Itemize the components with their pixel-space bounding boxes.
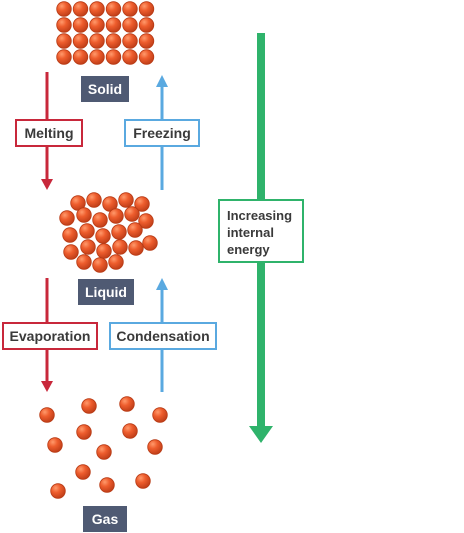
- particle: [47, 437, 63, 453]
- particle: [128, 240, 144, 256]
- particle: [105, 33, 122, 49]
- particle: [56, 49, 72, 65]
- particle: [122, 423, 138, 439]
- melting-label: Melting: [15, 119, 83, 147]
- liquid-particles: [59, 192, 158, 273]
- particle: [138, 213, 154, 229]
- particle: [86, 192, 102, 208]
- particle: [105, 49, 122, 65]
- particle: [76, 254, 92, 270]
- particle: [138, 49, 155, 65]
- particle: [127, 222, 143, 238]
- particle: [111, 224, 127, 240]
- particle: [122, 33, 138, 49]
- particle: [75, 464, 91, 480]
- particle: [96, 444, 112, 460]
- particle: [134, 196, 150, 212]
- particle: [92, 257, 108, 273]
- particle: [56, 1, 72, 17]
- particle: [124, 206, 140, 222]
- particle: [105, 1, 122, 17]
- particle: [152, 407, 168, 423]
- condensation-label: Condensation: [109, 322, 217, 350]
- particle: [99, 477, 115, 493]
- particle: [105, 17, 122, 33]
- particle: [122, 17, 138, 33]
- gas-label: Gas: [83, 506, 127, 532]
- particle: [89, 33, 105, 49]
- particle: [135, 473, 151, 489]
- particle: [112, 239, 128, 255]
- particle: [96, 243, 112, 259]
- particle: [81, 398, 97, 414]
- particle: [147, 439, 163, 455]
- particle: [108, 208, 124, 224]
- solid-label: Solid: [81, 76, 129, 102]
- particle: [63, 244, 79, 260]
- particle: [59, 210, 75, 226]
- solid-particles: [56, 1, 155, 65]
- particle: [89, 1, 105, 17]
- particle: [56, 33, 72, 49]
- particle: [138, 17, 155, 33]
- particle: [50, 483, 66, 499]
- particle: [89, 49, 105, 65]
- particle: [108, 254, 124, 270]
- particle: [72, 33, 89, 49]
- particle: [118, 192, 134, 208]
- particle: [80, 239, 96, 255]
- particle: [56, 17, 72, 33]
- particle: [76, 424, 92, 440]
- particle: [142, 235, 158, 251]
- particle: [138, 1, 155, 17]
- particle: [39, 407, 55, 423]
- particle: [122, 49, 138, 65]
- evaporation-label: Evaporation: [2, 322, 98, 350]
- particle: [72, 17, 89, 33]
- gas-particles: [39, 396, 168, 499]
- particle: [79, 223, 95, 239]
- particle: [76, 207, 92, 223]
- liquid-label: Liquid: [78, 279, 134, 305]
- particle: [72, 49, 89, 65]
- particle: [62, 227, 78, 243]
- freezing-label: Freezing: [124, 119, 200, 147]
- particle: [119, 396, 135, 412]
- particle: [95, 228, 111, 244]
- particle: [92, 212, 108, 228]
- increasing-energy-label: Increasing internal energy: [218, 199, 304, 263]
- particle: [72, 1, 89, 17]
- particle: [122, 1, 138, 17]
- particle: [89, 17, 105, 33]
- particle: [138, 33, 155, 49]
